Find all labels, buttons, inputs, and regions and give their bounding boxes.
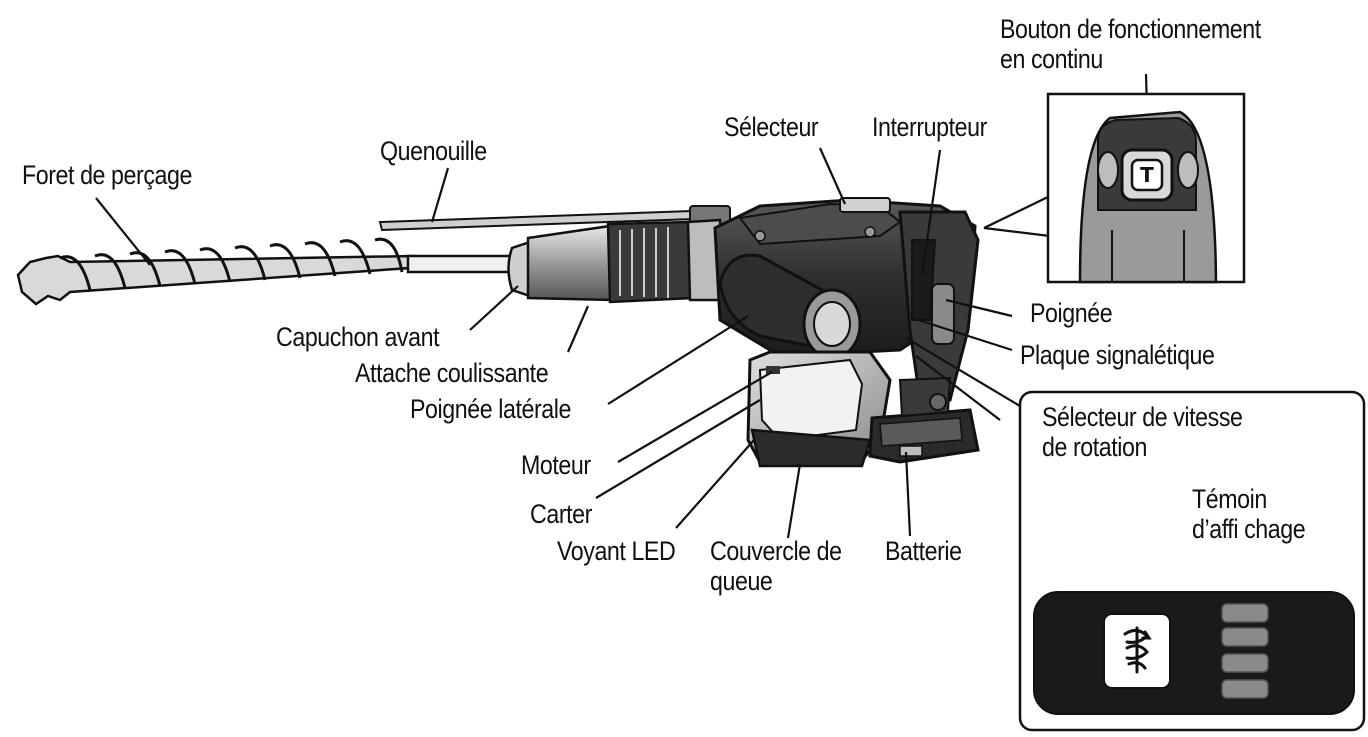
label-lock-button: Bouton de fonctionnement en continu xyxy=(1000,14,1261,74)
label-battery: Batterie xyxy=(885,536,962,566)
leader-lines xyxy=(95,73,1254,638)
inset-lock-button xyxy=(1046,92,1246,284)
label-tail-cover-line2: queue xyxy=(710,566,773,596)
depth-rod xyxy=(378,205,731,232)
rotation-speed-icon xyxy=(1123,626,1152,674)
label-lock-button-line2: en continu xyxy=(1000,44,1103,74)
label-speed-selector-line1: Sélecteur de vitesse xyxy=(1042,402,1243,432)
label-selector: Sélecteur xyxy=(724,112,819,142)
label-motor: Moteur xyxy=(521,450,591,480)
label-nameplate: Plaque signalétique xyxy=(1020,340,1215,370)
label-lock-button-line1: Bouton de fonctionnement xyxy=(1000,14,1261,44)
sliding-attachment xyxy=(606,218,724,304)
battery xyxy=(868,376,980,464)
rear-handle xyxy=(898,210,980,402)
label-depth-rod: Quenouille xyxy=(380,136,487,166)
label-tail-cover-line1: Couvercle de xyxy=(710,536,842,566)
label-speed-selector: Sélecteur de vitesse de rotation xyxy=(1042,402,1243,462)
drill-bit xyxy=(16,237,516,306)
label-indicator-line2: d’affi chage xyxy=(1192,514,1306,544)
indicator-segments xyxy=(1221,603,1269,699)
label-indicator-line1: Témoin xyxy=(1192,484,1267,514)
lock-button-icon: T xyxy=(1140,163,1154,187)
label-indicator: Témoin d’affi chage xyxy=(1192,484,1306,544)
label-housing: Carter xyxy=(530,499,592,529)
label-tail-cover: Couvercle de queue xyxy=(710,536,842,596)
label-switch: Interrupteur xyxy=(872,112,987,142)
label-side-handle: Poignée latérale xyxy=(410,394,571,424)
side-handle xyxy=(718,253,862,360)
motor-housing xyxy=(746,350,892,468)
label-handle: Poignée xyxy=(1030,298,1113,328)
label-led-light: Voyant LED xyxy=(557,536,676,566)
label-front-cap: Capuchon avant xyxy=(276,322,440,352)
label-speed-selector-line2: de rotation xyxy=(1042,432,1148,462)
label-sliding-attachment: Attache coulissante xyxy=(355,358,549,388)
front-cap xyxy=(507,224,614,302)
label-drill-bit: Foret de perçage xyxy=(22,160,192,190)
